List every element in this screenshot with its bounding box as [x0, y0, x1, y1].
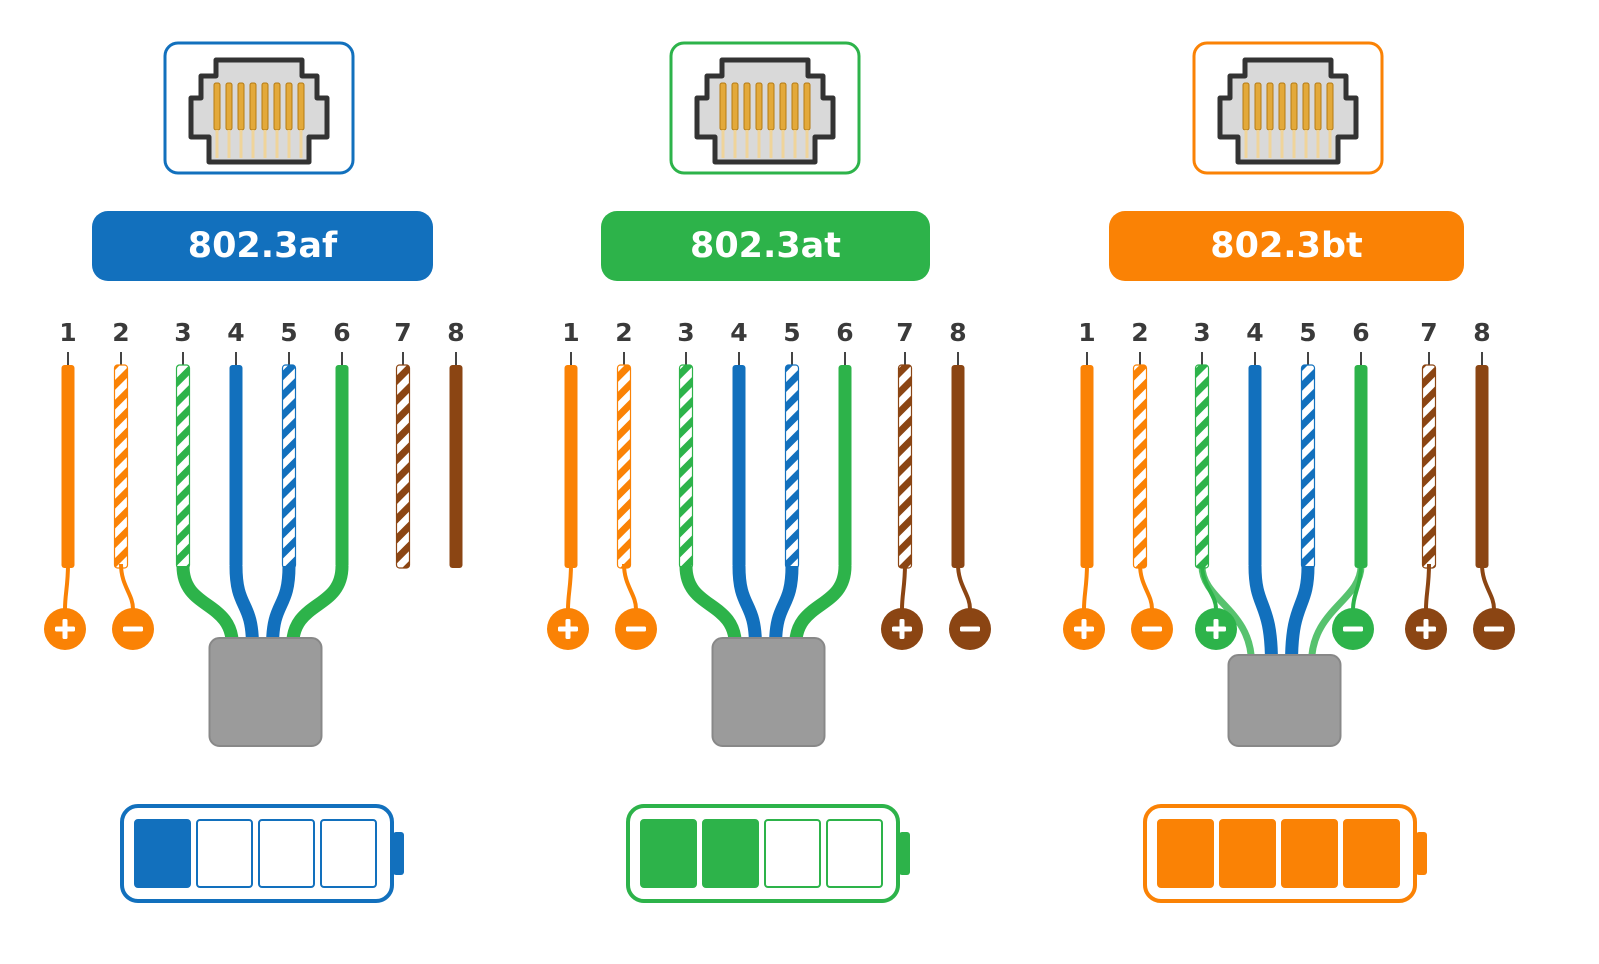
wire-7: [395, 364, 411, 569]
pin-number-7: 7: [1420, 318, 1438, 347]
wire-1: [61, 365, 75, 568]
pin-number-7: 7: [896, 318, 914, 347]
cable-sleeve: [1228, 655, 1341, 746]
standard-panel-3: [1063, 41, 1515, 903]
wire-2: [1132, 364, 1148, 569]
wire-5: [769, 364, 800, 647]
minus-icon: [949, 563, 991, 650]
battery-segment-filled: [1157, 819, 1214, 888]
minus-icon: [1332, 563, 1374, 650]
plus-icon: [881, 563, 923, 650]
wire-1: [564, 365, 578, 568]
pin-number-1: 1: [562, 318, 580, 347]
wire-8: [449, 365, 463, 568]
battery-segment-empty: [826, 819, 883, 888]
wire-7: [1421, 364, 1437, 569]
wire-8: [1475, 365, 1489, 568]
standard-label: 802.3bt: [1210, 226, 1363, 266]
standard-label: 802.3at: [689, 226, 842, 266]
battery-segment-filled: [1343, 819, 1400, 888]
pin-number-1: 1: [59, 318, 77, 347]
wire-5: [266, 364, 297, 647]
pin-number-7: 7: [394, 318, 412, 347]
battery-segment-empty: [196, 819, 253, 888]
wire-4: [1248, 365, 1278, 664]
pin-number-8: 8: [447, 318, 465, 347]
standard-panel-1: [44, 41, 463, 903]
minus-icon: [615, 563, 657, 650]
cable-sleeve: [712, 638, 825, 746]
pin-number-8: 8: [949, 318, 967, 347]
wire-2: [113, 364, 129, 569]
battery-segment-filled: [134, 819, 191, 888]
wire-4: [229, 365, 259, 647]
wire-3: [678, 364, 742, 647]
wire-4: [732, 365, 762, 647]
wire-3: [175, 364, 239, 647]
battery-segment-empty: [258, 819, 315, 888]
rj45-connector-icon: [669, 41, 861, 175]
pin-number-2: 2: [615, 318, 633, 347]
pin-number-3: 3: [677, 318, 695, 347]
pin-number-4: 4: [227, 318, 245, 347]
pin-number-2: 2: [1131, 318, 1149, 347]
wire-6: [286, 365, 349, 647]
wire-1: [1080, 365, 1094, 568]
pin-number-4: 4: [730, 318, 748, 347]
battery-icon: [120, 804, 404, 903]
battery-segment-filled: [702, 819, 759, 888]
standard-label-bg: [601, 211, 930, 281]
wire-2: [616, 364, 632, 569]
wire-5: [1285, 364, 1316, 664]
minus-icon: [112, 563, 154, 650]
battery-segment-empty: [764, 819, 821, 888]
plus-icon: [44, 563, 86, 650]
pin-number-6: 6: [836, 318, 854, 347]
rj45-connector-icon: [163, 41, 355, 175]
battery-segment-empty: [320, 819, 377, 888]
wire-6: [789, 365, 852, 647]
wire-7: [897, 364, 913, 569]
wire-8: [951, 365, 965, 568]
standard-label-bg: [1109, 211, 1464, 281]
battery-segment-filled: [1219, 819, 1276, 888]
plus-icon: [547, 563, 589, 650]
pin-number-5: 5: [280, 318, 298, 347]
battery-icon: [1143, 804, 1427, 903]
rj45-connector-icon: [1192, 41, 1384, 175]
pin-number-4: 4: [1246, 318, 1264, 347]
standard-label: 802.3af: [187, 226, 338, 266]
plus-icon: [1063, 563, 1105, 650]
pin-number-8: 8: [1473, 318, 1491, 347]
battery-segment-filled: [1281, 819, 1338, 888]
minus-icon: [1473, 563, 1515, 650]
plus-icon: [1405, 563, 1447, 650]
pin-number-3: 3: [174, 318, 192, 347]
cable-sleeve: [209, 638, 322, 746]
standard-panel-2: [547, 41, 991, 903]
plus-icon: [1195, 563, 1237, 650]
pin-number-3: 3: [1193, 318, 1211, 347]
pin-number-6: 6: [333, 318, 351, 347]
battery-segment-filled: [640, 819, 697, 888]
pin-number-2: 2: [112, 318, 130, 347]
pin-number-1: 1: [1078, 318, 1096, 347]
minus-icon: [1131, 563, 1173, 650]
standard-label-bg: [92, 211, 433, 281]
pin-number-6: 6: [1352, 318, 1370, 347]
pin-number-5: 5: [1299, 318, 1317, 347]
pin-number-5: 5: [783, 318, 801, 347]
battery-icon: [626, 804, 910, 903]
